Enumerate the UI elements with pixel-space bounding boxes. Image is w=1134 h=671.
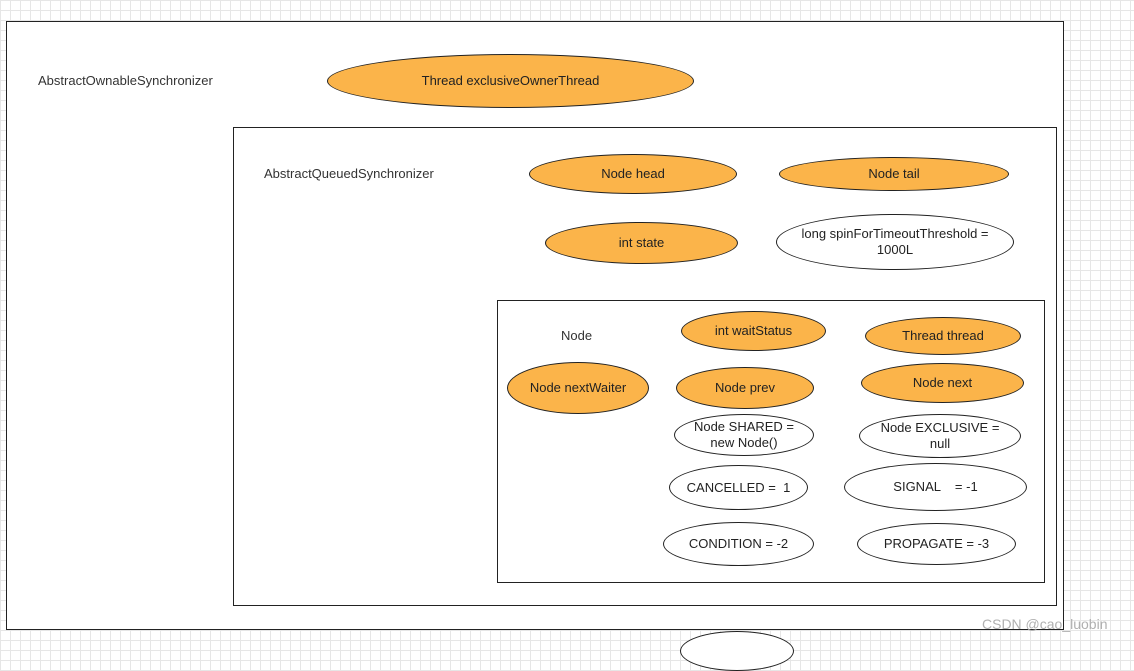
node-next-field[interactable]: Node next	[861, 363, 1024, 403]
node-prev-field[interactable]: Node prev	[676, 367, 814, 409]
abstract-ownable-synchronizer-label: AbstractOwnableSynchronizer	[38, 73, 213, 88]
cancelled-constant[interactable]: CANCELLED = 1	[669, 465, 808, 510]
exclusive-owner-thread-field[interactable]: Thread exclusiveOwnerThread	[327, 54, 694, 108]
int-wait-status-text: int waitStatus	[714, 323, 793, 338]
int-wait-status-field[interactable]: int waitStatus	[681, 311, 826, 351]
condition-text: CONDITION = -2	[688, 536, 789, 551]
propagate-text: PROPAGATE = -3	[883, 536, 990, 551]
cropped-ellipse-shape	[680, 631, 794, 671]
int-state-text: int state	[618, 235, 665, 250]
node-next-text: Node next	[912, 375, 973, 390]
node-next-waiter-text: Node nextWaiter	[529, 380, 627, 395]
node-tail-text: Node tail	[868, 166, 920, 181]
csdn-watermark: CSDN @cao_luobin	[982, 616, 1108, 632]
abstract-queued-synchronizer-label: AbstractQueuedSynchronizer	[264, 166, 434, 181]
signal-constant[interactable]: SIGNAL = -1	[844, 463, 1027, 511]
node-exclusive-text: Node EXCLUSIVE = null	[880, 420, 1000, 451]
node-head-text: Node head	[601, 166, 665, 181]
node-head-field[interactable]: Node head	[529, 154, 737, 194]
node-next-waiter-field[interactable]: Node nextWaiter	[507, 362, 649, 414]
thread-thread-text: Thread thread	[902, 328, 984, 343]
node-class-label: Node	[561, 328, 593, 343]
cancelled-text: CANCELLED = 1	[686, 479, 791, 495]
node-shared-constant[interactable]: Node SHARED = new Node()	[674, 414, 814, 456]
thread-thread-field[interactable]: Thread thread	[865, 317, 1021, 355]
signal-text: SIGNAL = -1	[893, 479, 978, 494]
node-exclusive-constant[interactable]: Node EXCLUSIVE = null	[859, 414, 1021, 458]
propagate-constant[interactable]: PROPAGATE = -3	[857, 523, 1016, 565]
int-state-field[interactable]: int state	[545, 222, 738, 264]
spin-for-timeout-threshold-text: long spinForTimeoutThreshold = 1000L	[801, 226, 989, 257]
node-tail-field[interactable]: Node tail	[779, 157, 1009, 191]
spin-for-timeout-threshold-field[interactable]: long spinForTimeoutThreshold = 1000L	[776, 214, 1014, 270]
exclusive-owner-thread-text: Thread exclusiveOwnerThread	[421, 73, 600, 88]
condition-constant[interactable]: CONDITION = -2	[663, 522, 814, 566]
node-prev-text: Node prev	[715, 380, 775, 395]
node-shared-text: Node SHARED = new Node()	[693, 419, 795, 450]
